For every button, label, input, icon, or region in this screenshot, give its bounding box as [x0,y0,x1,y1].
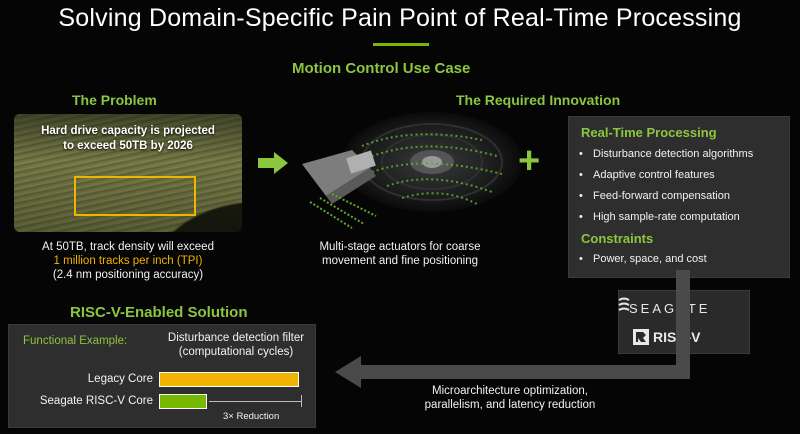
constraint-item-label: Power, space, and cost [593,253,707,265]
reduction-label: 3× Reduction [223,411,280,422]
problem-line3: (2.4 nm positioning accuracy) [52,269,204,281]
reduction-tick [301,395,302,407]
legacy-core-label: Legacy Core [87,373,153,385]
actuator-caption: Multi-stage actuators for coarse movemen… [290,240,510,268]
constraint-item: •Power, space, and cost [579,253,707,265]
riscv-core-label: Seagate RISC-V Core [39,395,153,407]
rt-item: •Adaptive control features [579,169,715,181]
optimization-caption-line2: parallelism, and latency reduction [424,399,596,411]
riscv-logo-icon [633,329,649,345]
hdd-caption-line1: Hard drive capacity is projected [41,125,215,137]
rt-item-label: High sample-rate computation [593,211,740,223]
functional-example-label: Functional Example: [23,335,128,347]
problem-description: At 50TB, track density will exceed 1 mil… [14,240,242,282]
legacy-core-bar [159,372,299,387]
title-underline [373,43,429,46]
filter-label: Disturbance detection filter (computatio… [161,331,311,359]
actuator-illustration [302,112,522,229]
plus-icon: + [518,140,541,182]
use-case-heading: Motion Control Use Case [292,60,471,77]
track-highlight-box [74,176,196,216]
constraints-heading: Constraints [581,231,654,246]
solution-heading: RISC-V-Enabled Solution [70,304,248,321]
rt-item-label: Disturbance detection algorithms [593,148,754,160]
filter-label-line2: (computational cycles) [178,346,294,358]
rt-item: •Disturbance detection algorithms [579,148,754,160]
problem-line1: At 50TB, track density will exceed [42,241,214,253]
hdd-caption-line2: to exceed 50TB by 2026 [63,140,193,152]
riscv-core-bar [159,394,207,409]
right-arrow-icon [258,152,288,174]
optimization-caption-line1: Microarchitecture optimization, [432,385,588,397]
return-arrow-icon [335,270,690,388]
real-time-heading: Real-Time Processing [581,125,717,140]
hdd-caption: Hard drive capacity is projected to exce… [14,124,242,154]
actuator-caption-line2: movement and fine positioning [322,255,478,267]
seagate-logo-icon [618,297,630,311]
rt-item-label: Adaptive control features [593,169,715,181]
solution-panel: Functional Example: Disturbance detectio… [8,324,316,428]
problem-heading: The Problem [72,92,157,108]
rt-item-label: Feed-forward compensation [593,190,730,202]
hard-drive-platter-image: Hard drive capacity is projected to exce… [14,114,242,232]
optimization-caption: Microarchitecture optimization, parallel… [400,384,620,412]
rt-item: •High sample-rate computation [579,211,740,223]
slide-title: Solving Domain-Specific Pain Point of Re… [58,4,742,32]
filter-label-line1: Disturbance detection filter [167,332,305,344]
real-time-processing-panel: Real-Time Processing •Disturbance detect… [568,116,790,278]
reduction-line [209,401,301,402]
rt-item: •Feed-forward compensation [579,190,730,202]
actuator-caption-line1: Multi-stage actuators for coarse [319,241,481,253]
problem-accent-line: 1 million tracks per inch (TPI) [53,255,203,267]
innovation-heading: The Required Innovation [456,92,621,108]
